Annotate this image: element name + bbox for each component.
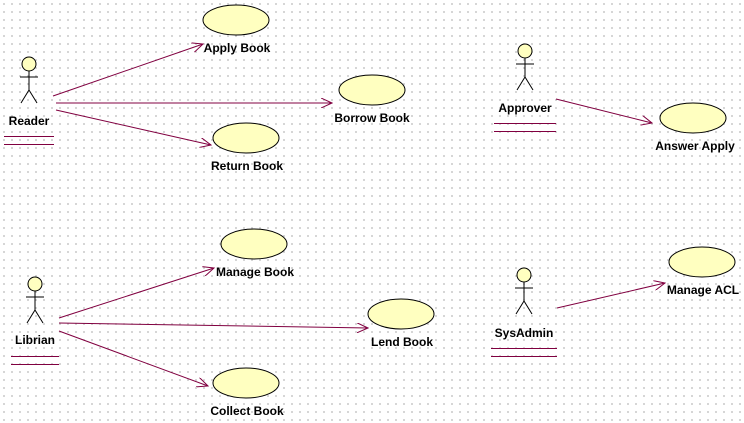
actor-underline-librian-2 [11,364,59,365]
actor-label-sysadmin: SysAdmin [494,326,554,340]
actor-underline-sysadmin-2 [491,356,557,357]
actor-label-librian: Librian [14,333,56,347]
association-approver-answer-apply[interactable] [555,98,652,123]
use-case-label-apply-book: Apply Book [203,41,271,55]
actor-label-reader: Reader [8,114,50,128]
use-case-label-answer-apply: Answer Apply [655,139,735,153]
use-case-manage-book[interactable] [220,228,288,260]
actor-reader[interactable] [20,56,38,104]
use-case-label-manage-acl: Manage ACL [666,283,740,297]
actor-underline-reader-2 [4,144,54,145]
actor-sysadmin[interactable] [515,267,533,315]
use-case-answer-apply[interactable] [659,102,727,134]
association-reader-apply-book[interactable] [52,44,203,97]
use-case-lend-book[interactable] [367,298,435,330]
actor-underline-reader [4,136,54,137]
actor-underline-sysadmin [491,348,557,349]
use-case-return-book[interactable] [212,122,280,154]
actor-label-approver: Approver [498,101,552,115]
use-case-label-return-book: Return Book [211,159,283,173]
association-librian-lend-book[interactable] [58,322,368,328]
use-case-manage-acl[interactable] [668,246,736,278]
use-case-label-manage-book: Manage Book [215,265,295,279]
association-librian-collect-book[interactable] [58,330,208,386]
use-case-borrow-book[interactable] [338,74,406,106]
use-case-label-lend-book: Lend Book [371,335,433,349]
use-case-collect-book[interactable] [212,367,280,399]
use-case-apply-book[interactable] [202,4,270,36]
actor-librian[interactable] [26,276,44,324]
association-reader-return-book[interactable] [55,109,211,145]
actor-underline-approver-2 [494,131,556,132]
use-case-label-borrow-book: Borrow Book [334,111,410,125]
use-case-label-collect-book: Collect Book [210,404,284,418]
actor-underline-approver [494,123,556,124]
actor-approver[interactable] [516,43,534,91]
association-librian-manage-book[interactable] [58,268,214,319]
actor-underline-librian [11,356,59,357]
association-sysadmin-manage-acl[interactable] [556,283,665,309]
